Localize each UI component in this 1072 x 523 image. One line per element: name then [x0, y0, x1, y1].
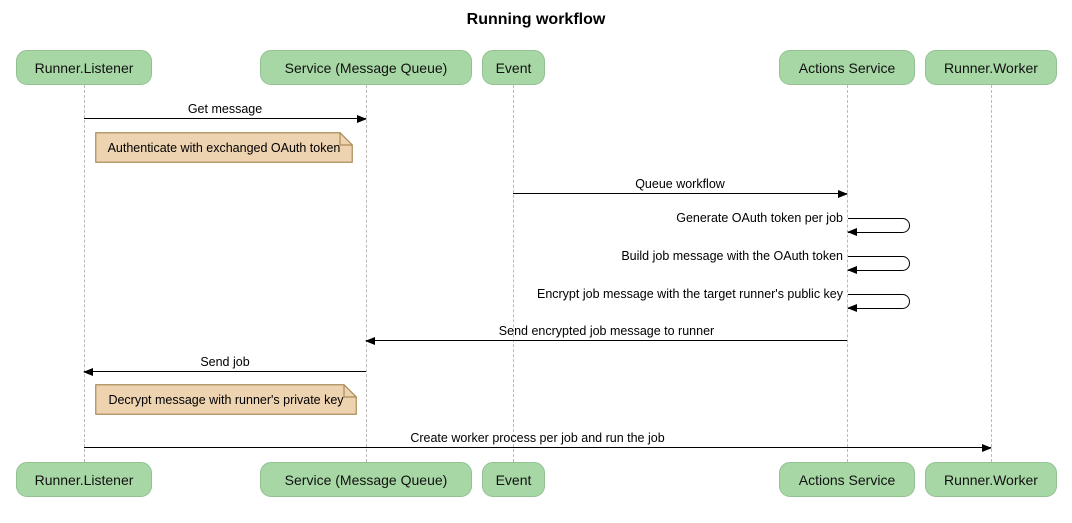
message-line — [513, 192, 847, 194]
message-label: Send job — [200, 355, 250, 369]
arrowhead-left-icon — [847, 304, 857, 312]
arrowhead-right-icon — [357, 114, 367, 123]
actor-runner-listener-top: Runner.Listener — [16, 50, 152, 85]
note-label: Authenticate with exchanged OAuth token — [107, 140, 341, 155]
note-shape-icon — [95, 384, 357, 415]
actor-actions-service-top: Actions Service — [779, 50, 915, 85]
actor-event-top: Event — [482, 50, 545, 85]
note-shape-icon — [95, 132, 353, 163]
message-create-worker-process: Create worker process per job and run th… — [84, 431, 992, 452]
lifeline-event — [513, 85, 514, 462]
self-message-label: Generate OAuth token per job — [676, 211, 843, 225]
message-label: Create worker process per job and run th… — [410, 431, 665, 445]
note-decrypt-private-key: Decrypt message with runner's private ke… — [95, 384, 357, 415]
note-authenticate-oauth: Authenticate with exchanged OAuth token — [95, 132, 353, 163]
self-loop — [847, 256, 910, 274]
lifeline-service-message-queue — [366, 85, 367, 462]
actor-runner-listener-bottom: Runner.Listener — [16, 462, 152, 497]
arrowhead-left-icon — [83, 367, 93, 376]
actor-actions-service-bottom: Actions Service — [779, 462, 915, 497]
message-send-job: Send job — [83, 355, 366, 376]
message-get-message: Get message — [84, 102, 367, 123]
actor-service-message-queue-top: Service (Message Queue) — [260, 50, 472, 85]
arrowhead-right-icon — [982, 443, 992, 452]
self-loop — [847, 294, 910, 312]
actor-runner-worker-bottom: Runner.Worker — [925, 462, 1057, 497]
note-label: Decrypt message with runner's private ke… — [108, 392, 344, 407]
message-line — [84, 117, 366, 119]
actor-service-message-queue-bottom: Service (Message Queue) — [260, 462, 472, 497]
self-message-label: Encrypt job message with the target runn… — [536, 287, 843, 301]
message-label: Send encrypted job message to runner — [498, 324, 715, 338]
message-label: Queue workflow — [635, 177, 725, 191]
lifeline-runner-listener — [84, 85, 85, 462]
self-message-label: Build job message with the OAuth token — [621, 249, 843, 263]
diagram-title: Running workflow — [466, 11, 606, 28]
message-send-encrypted-job: Send encrypted job message to runner — [365, 324, 847, 345]
message-line — [84, 370, 366, 372]
actor-runner-worker-top: Runner.Worker — [925, 50, 1057, 85]
lifeline-runner-worker — [991, 85, 992, 462]
message-line — [366, 339, 847, 341]
message-line — [84, 446, 991, 448]
message-queue-workflow: Queue workflow — [513, 177, 848, 198]
arrowhead-left-icon — [847, 228, 857, 236]
arrowhead-left-icon — [847, 266, 857, 274]
message-label: Get message — [187, 102, 263, 116]
arrowhead-left-icon — [365, 336, 375, 345]
actor-event-bottom: Event — [482, 462, 545, 497]
self-loop — [847, 218, 910, 236]
arrowhead-right-icon — [838, 189, 848, 198]
